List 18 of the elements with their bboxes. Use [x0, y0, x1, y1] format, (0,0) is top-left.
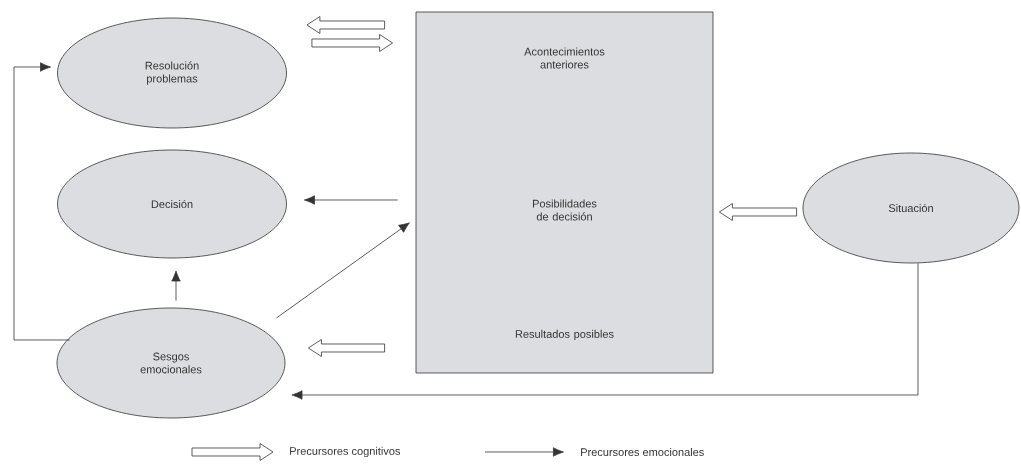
legend-text: Precursores cognitivos [290, 446, 401, 458]
hollow-arrow [311, 34, 393, 52]
ellipse-node: Resolución problemas [57, 17, 287, 129]
box-text: Resultados posibles [515, 329, 614, 341]
box-text: Posibilidades de decisión [533, 199, 597, 221]
arrow [171, 270, 181, 301]
arrow [304, 195, 398, 205]
arrow [13, 62, 70, 341]
ellipse-node: Situación [802, 152, 1020, 264]
hollow-arrow [719, 203, 797, 221]
ellipse-node: Decisión [57, 149, 287, 259]
legend-text: Precursores emocionales [581, 447, 704, 457]
ellipse-node: Sesgos emocionales [56, 307, 286, 419]
hollow-arrow [306, 16, 385, 34]
hollow-arrow [308, 339, 385, 357]
box-text: Acontecimientos anteriores [524, 47, 605, 69]
arrow [276, 222, 410, 319]
arrow [291, 263, 919, 400]
